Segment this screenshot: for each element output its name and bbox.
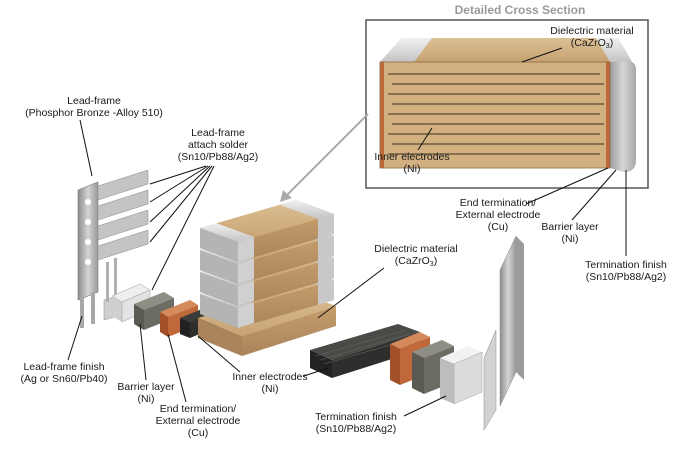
svg-text:Barrier layer: Barrier layer bbox=[117, 381, 175, 393]
inset-title: Detailed Cross Section bbox=[455, 3, 586, 17]
left-barrier-block bbox=[134, 292, 174, 330]
dielectric-label: Dielectric material (CaZrO3) bbox=[317, 243, 458, 319]
termination-finish-right-label: Termination finish (Sn10/Pb88/Ag2) bbox=[585, 170, 667, 283]
end-termination-left-label: End termination/ External electrode (Cu) bbox=[156, 333, 241, 439]
barrier-right-label: Barrier layer (Ni) bbox=[541, 169, 617, 245]
svg-text:External electrode: External electrode bbox=[456, 209, 541, 221]
attach-solder-label: Lead-frame attach solder (Sn10/Pb88/Ag2) bbox=[149, 127, 259, 291]
inset-inner-electrodes-material: (Ni) bbox=[404, 163, 421, 175]
left-termination-finish-block bbox=[111, 283, 151, 323]
inset-capacitor bbox=[379, 38, 636, 172]
inner-electrodes-label: Inner electrodes (Ni) bbox=[197, 335, 329, 395]
svg-text:Lead-frame finish: Lead-frame finish bbox=[23, 361, 104, 373]
leadframe-finish-label: Lead-frame finish (Ag or Sn60/Pb40) bbox=[21, 315, 108, 385]
svg-text:(Sn10/Pb88/Ag2): (Sn10/Pb88/Ag2) bbox=[586, 271, 667, 283]
inset-dielectric-formula: (CaZrO3) bbox=[571, 37, 613, 50]
inset-dielectric-title: Dielectric material bbox=[550, 25, 633, 37]
svg-text:End termination/: End termination/ bbox=[160, 403, 237, 415]
svg-text:Barrier layer: Barrier layer bbox=[541, 221, 599, 233]
right-termination-finish-block bbox=[440, 346, 483, 405]
svg-text:Lead-frame: Lead-frame bbox=[67, 95, 121, 107]
termination-finish-bottom-label: Termination finish (Sn10/Pb88/Ag2) bbox=[315, 395, 447, 435]
svg-text:Termination finish: Termination finish bbox=[315, 411, 397, 423]
svg-text:(Ni): (Ni) bbox=[562, 233, 579, 245]
svg-text:Termination finish: Termination finish bbox=[585, 259, 667, 271]
svg-text:attach solder: attach solder bbox=[188, 139, 249, 151]
svg-text:Lead-frame: Lead-frame bbox=[191, 127, 245, 139]
inset-pointer-arrowhead bbox=[280, 190, 292, 202]
svg-text:(Ni): (Ni) bbox=[262, 383, 279, 395]
svg-text:End termination/: End termination/ bbox=[460, 197, 537, 209]
svg-text:(Ag or Sn60/Pb40): (Ag or Sn60/Pb40) bbox=[21, 373, 108, 385]
inset-inner-electrodes-label: Inner electrodes (Ni) bbox=[374, 127, 450, 175]
lead-frame bbox=[77, 169, 149, 328]
inset-dielectric-label: Dielectric material (CaZrO3) bbox=[521, 25, 634, 63]
inset-pointer-line bbox=[285, 113, 369, 197]
inset-inner-electrodes-title: Inner electrodes bbox=[374, 151, 449, 163]
leadframe-label: Lead-frame (Phosphor Bronze -Alloy 510) bbox=[25, 95, 163, 177]
capacitor-stack bbox=[200, 200, 334, 328]
svg-text:Inner electrodes: Inner electrodes bbox=[232, 371, 307, 383]
barrier-left-label: Barrier layer (Ni) bbox=[117, 323, 175, 405]
svg-text:Dielectric material: Dielectric material bbox=[374, 243, 457, 255]
svg-text:(Phosphor Bronze -Alloy 510): (Phosphor Bronze -Alloy 510) bbox=[25, 107, 163, 119]
svg-text:(Cu): (Cu) bbox=[488, 221, 508, 233]
svg-text:External electrode: External electrode bbox=[156, 415, 241, 427]
svg-text:(CaZrO3): (CaZrO3) bbox=[395, 255, 437, 268]
svg-text:(Ni): (Ni) bbox=[138, 393, 155, 405]
svg-text:(Cu): (Cu) bbox=[188, 427, 208, 439]
right-lead-frame bbox=[483, 235, 524, 431]
svg-text:(Sn10/Pb88/Ag2): (Sn10/Pb88/Ag2) bbox=[178, 151, 259, 163]
svg-text:(Sn10/Pb88/Ag2): (Sn10/Pb88/Ag2) bbox=[316, 423, 397, 435]
stack-layer bbox=[200, 200, 334, 262]
end-termination-right-label: End termination/ External electrode (Cu) bbox=[456, 167, 609, 233]
